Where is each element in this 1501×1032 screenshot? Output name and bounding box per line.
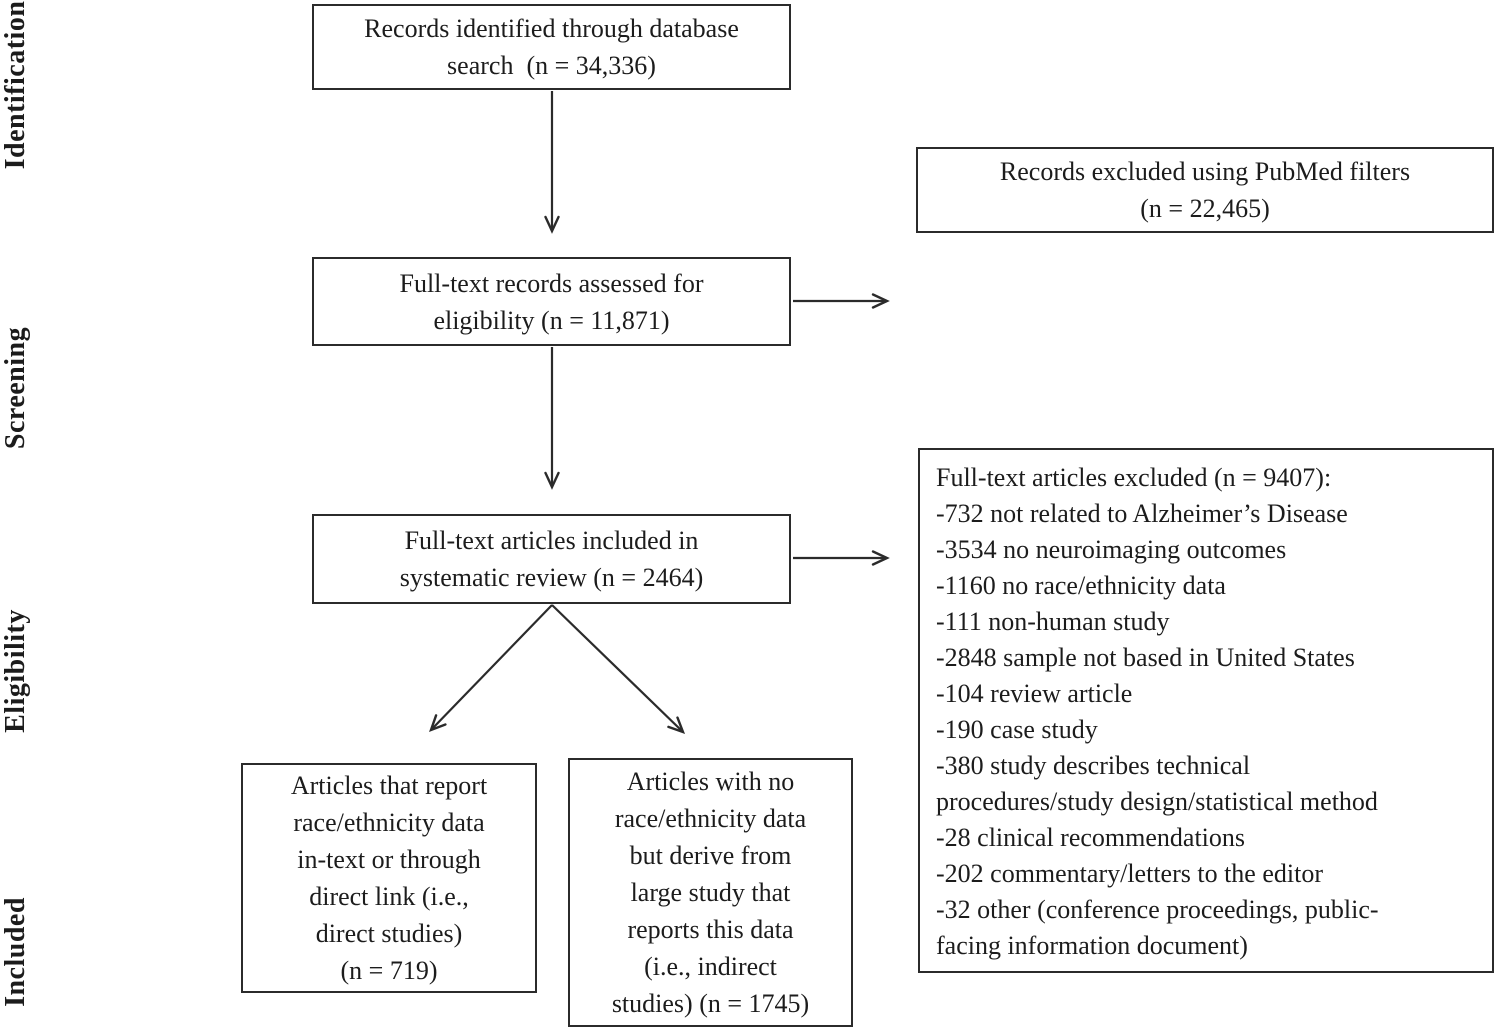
box-text-line: direct studies) (315, 919, 463, 948)
excluded-reason: facing information document) (936, 931, 1248, 960)
box-text-line: (n = 719) (340, 956, 438, 985)
excluded-reason: -202 commentary/letters to the editor (936, 859, 1323, 888)
excluded-header: Full-text articles excluded (n = 9407): (936, 463, 1332, 492)
box-text-line: systematic review (n = 2464) (399, 563, 704, 592)
arrow-review-to-direct-studies (429, 604, 553, 733)
excluded-reason: -1160 no race/ethnicity data (936, 571, 1226, 600)
excluded-reason: procedures/study design/statistical meth… (936, 787, 1378, 816)
box-direct-studies: Articles that report race/ethnicity data… (241, 763, 537, 993)
box-text-line: Full-text records assessed for (399, 268, 704, 298)
excluded-reason: -111 non-human study (936, 607, 1170, 636)
stage-label-identification: Identification (0, 0, 31, 170)
box-included-systematic-review: Full-text articles included in systemati… (312, 514, 791, 604)
box-records-excluded-pubmed: Records excluded using PubMed filters (n… (916, 147, 1494, 233)
box-indirect-studies: Articles with no race/ethnicity data but… (568, 758, 853, 1027)
stage-label-included: Included (0, 897, 31, 1007)
box-text-line: direct link (i.e., (309, 882, 469, 911)
box-text-line: (i.e., indirect (644, 952, 777, 981)
box-text-line: in-text or through (297, 845, 481, 874)
box-text-line: (n = 22,465) (1140, 194, 1270, 223)
stage-label-screening: Screening (0, 326, 31, 450)
excluded-reason: -104 review article (936, 679, 1133, 708)
box-text-line: studies) (n = 1745) (611, 989, 810, 1018)
box-records-identified: Records identified through database sear… (312, 4, 791, 90)
box-text-line: eligibility (n = 11,871) (433, 305, 670, 335)
box-text-line: search (n = 34,336) (447, 51, 656, 80)
box-fulltext-excluded-reasons: Full-text articles excluded (n = 9407): … (918, 448, 1494, 973)
excluded-reason: -380 study describes technical (936, 751, 1251, 780)
excluded-reason: -2848 sample not based in United States (936, 643, 1355, 672)
box-text-line: large study that (630, 878, 791, 907)
box-text-line: reports this data (627, 915, 794, 944)
box-text-line: Records excluded using PubMed filters (999, 157, 1411, 186)
excluded-reason: -32 other (conference proceedings, publi… (936, 895, 1379, 924)
excluded-reason: -3534 no neuroimaging outcomes (936, 535, 1287, 564)
box-text-line: but derive from (629, 841, 792, 870)
arrow-review-to-indirect-studies (551, 604, 686, 734)
box-fulltext-assessed: Full-text records assessed for eligibili… (312, 257, 791, 346)
excluded-reason: -190 case study (936, 715, 1098, 744)
box-text-line: Articles that report (290, 771, 488, 800)
excluded-reason: -28 clinical recommendations (936, 823, 1246, 852)
box-text-line: race/ethnicity data (293, 808, 485, 837)
box-text-line: Full-text articles included in (404, 526, 699, 555)
stage-label-eligibility: Eligibility (0, 609, 31, 733)
box-text-line: Records identified through database (364, 14, 739, 43)
box-text-line: Articles with no (626, 767, 795, 796)
excluded-reason: -732 not related to Alzheimer’s Disease (936, 499, 1348, 528)
box-text-line: race/ethnicity data (614, 804, 807, 833)
